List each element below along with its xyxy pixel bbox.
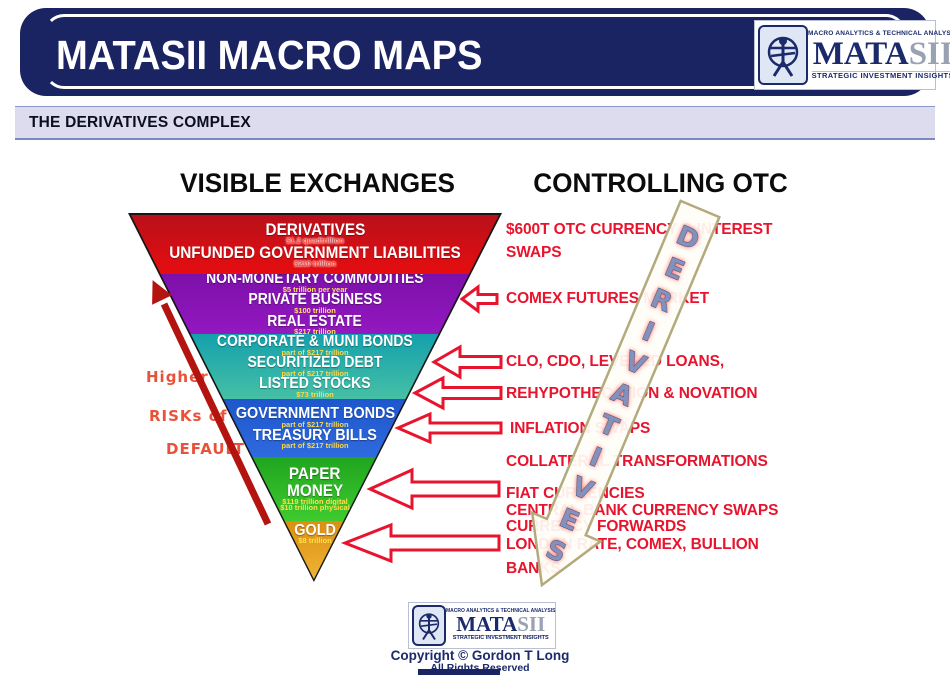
logo-text: MACRO ANALYTICS & TECHNICAL ANALYSIS MAT…	[808, 30, 950, 80]
copyright-text: Copyright © Gordon T Long	[390, 648, 570, 663]
otc-annotation: $600T OTC CURRENCY & INTEREST	[506, 221, 773, 238]
layer-label: PRIVATE BUSINESS	[248, 291, 382, 309]
logo-tagline-top: MACRO ANALYTICS & TECHNICAL ANALYSIS	[446, 608, 556, 615]
left-arrow-icon-fiat	[366, 467, 501, 511]
otc-annotation: LONDON RATE, COMEX, BULLION	[506, 536, 759, 553]
left-arrow-icon-comex	[459, 284, 499, 314]
bottom-bar-sliver	[418, 669, 500, 675]
pyramid-layer-commodities: NON-MONETARY COMMODITIES $5 trillion per…	[131, 274, 499, 334]
logo-wordmark-mata: MATA	[812, 35, 909, 72]
matasii-logo: MACRO ANALYTICS & TECHNICAL ANALYSIS MAT…	[754, 20, 950, 90]
layer-label: NON-MONETARY COMMODITIES	[206, 274, 424, 288]
otc-annotation: INFLATION SWAPS	[510, 420, 651, 437]
layer-sublabel: $100 trillion	[294, 306, 336, 316]
risk-note-line3: DEFAULT	[166, 440, 245, 458]
page-title: MATASII MACRO MAPS	[56, 32, 483, 78]
left-arrow-icon-london	[340, 522, 501, 564]
layer-sublabel: $5 trillion per year	[282, 285, 348, 295]
layer-label: CORPORATE & MUNI BONDS	[217, 334, 413, 350]
otc-annotation: FIAT CURRENCIES	[506, 485, 645, 502]
layer-sublabel: $217 trillion	[294, 327, 336, 334]
layer-label: REAL ESTATE	[267, 312, 363, 330]
otc-annotation: COLLATERAL TRANSFORMATIONS	[506, 453, 768, 470]
banner-letter: I	[638, 317, 659, 348]
footer-matasii-logo: MACRO ANALYTICS & TECHNICAL ANALYSIS MAT…	[408, 602, 556, 649]
layer-sublabel: $210 trillion	[294, 258, 336, 268]
left-arrow-icon-inflation	[394, 411, 503, 445]
logo-tagline-bottom: STRATEGIC INVESTMENT INSIGHTS	[811, 70, 950, 80]
banner-letter: E	[660, 253, 688, 288]
pyramid-layer-bonds-debt-stocks: CORPORATE & MUNI BONDS part of $217 tril…	[131, 334, 499, 399]
logo-text: MACRO ANALYTICS & TECHNICAL ANALYSIS MAT…	[446, 609, 555, 642]
layer-sublabel: $1.2 quadtrillion	[286, 236, 344, 246]
logo-tagline-bottom: STRATEGIC INVESTMENT INSIGHTS	[452, 635, 549, 642]
logo-wordmark: MATASII	[812, 35, 950, 72]
pyramid-layer-gold: GOLD $8 trillion	[131, 521, 499, 579]
left-arrow-icon-clo	[430, 344, 503, 380]
pyramid-layer-paper-money: PAPER MONEY $119 trillion digital $10 tr…	[131, 457, 499, 521]
left-arrow-icon-rehypothecation	[411, 375, 503, 411]
layer-sublabel: $8 trillion	[298, 536, 332, 546]
otc-annotation: SWAPS	[506, 244, 562, 261]
section-title-visible-exchanges: VISIBLE EXCHANGES	[179, 168, 456, 198]
otc-annotation: BANKS	[506, 560, 561, 577]
otc-annotation: CURRENCY FORWARDS	[506, 518, 687, 535]
section-title-controlling-otc: CONTROLLING OTC	[533, 168, 788, 198]
otc-annotation: COMEX FUTURES MARKET	[506, 290, 709, 307]
header-bar-accent-lines	[44, 14, 906, 89]
logo-tagline-top: MACRO ANALYTICS & TECHNICAL ANALYSIS	[808, 30, 950, 37]
subheader-title: THE DERIVATIVES COMPLEX	[29, 113, 251, 131]
logo-wordmark-mata: MATA	[456, 612, 518, 637]
risk-note-line2: RISKs of	[149, 407, 228, 425]
logo-wordmark-sii: SII	[908, 35, 950, 72]
layer-label: LISTED STOCKS	[259, 375, 371, 393]
layer-label: DERIVATIVES	[265, 219, 365, 239]
pyramid-layer-derivatives: DERIVATIVES $1.2 quadtrillion UNFUNDED G…	[131, 215, 499, 274]
layer-sublabel: part of $217 trillion	[281, 419, 349, 429]
logo-wordmark-sii: SII	[517, 612, 546, 637]
layer-label: GOLD	[294, 522, 336, 539]
otc-annotation: REHYPOTHECATION & NOVATION	[506, 385, 758, 402]
subheader-bar: THE DERIVATIVES COMPLEX	[15, 106, 935, 140]
pyramid-layers: DERIVATIVES $1.2 quadtrillion UNFUNDED G…	[131, 215, 499, 579]
layer-sublabel: part of $217 trillion	[281, 347, 349, 357]
risk-note-line1: Higher	[146, 368, 209, 386]
layer-label: GOVERNMENT BONDS	[235, 405, 395, 423]
layer-label: PAPER	[289, 464, 341, 484]
vitruvian-man-icon	[412, 605, 446, 646]
layer-sublabel: $10 trillion physical	[280, 503, 350, 513]
layer-label: SECURITIZED DEBT	[247, 353, 383, 371]
vitruvian-man-icon	[758, 25, 808, 85]
layer-sublabel: part of $217 trillion	[281, 368, 349, 378]
inverted-pyramid: DERIVATIVES $1.2 quadtrillion UNFUNDED G…	[128, 213, 502, 582]
layer-sublabel: $119 trillion digital	[282, 496, 348, 506]
layer-label: TREASURY BILLS	[252, 427, 378, 444]
layer-label: MONEY	[286, 480, 344, 500]
layer-sublabel: $73 trillion	[296, 389, 334, 399]
layer-label: UNFUNDED GOVERNMENT LIABILITIES	[169, 242, 461, 262]
otc-annotation: CLO, CDO, LEVERED LOANS,	[506, 353, 725, 370]
logo-wordmark: MATASII	[456, 614, 545, 635]
layer-sublabel: part of $217 trillion	[281, 441, 349, 451]
